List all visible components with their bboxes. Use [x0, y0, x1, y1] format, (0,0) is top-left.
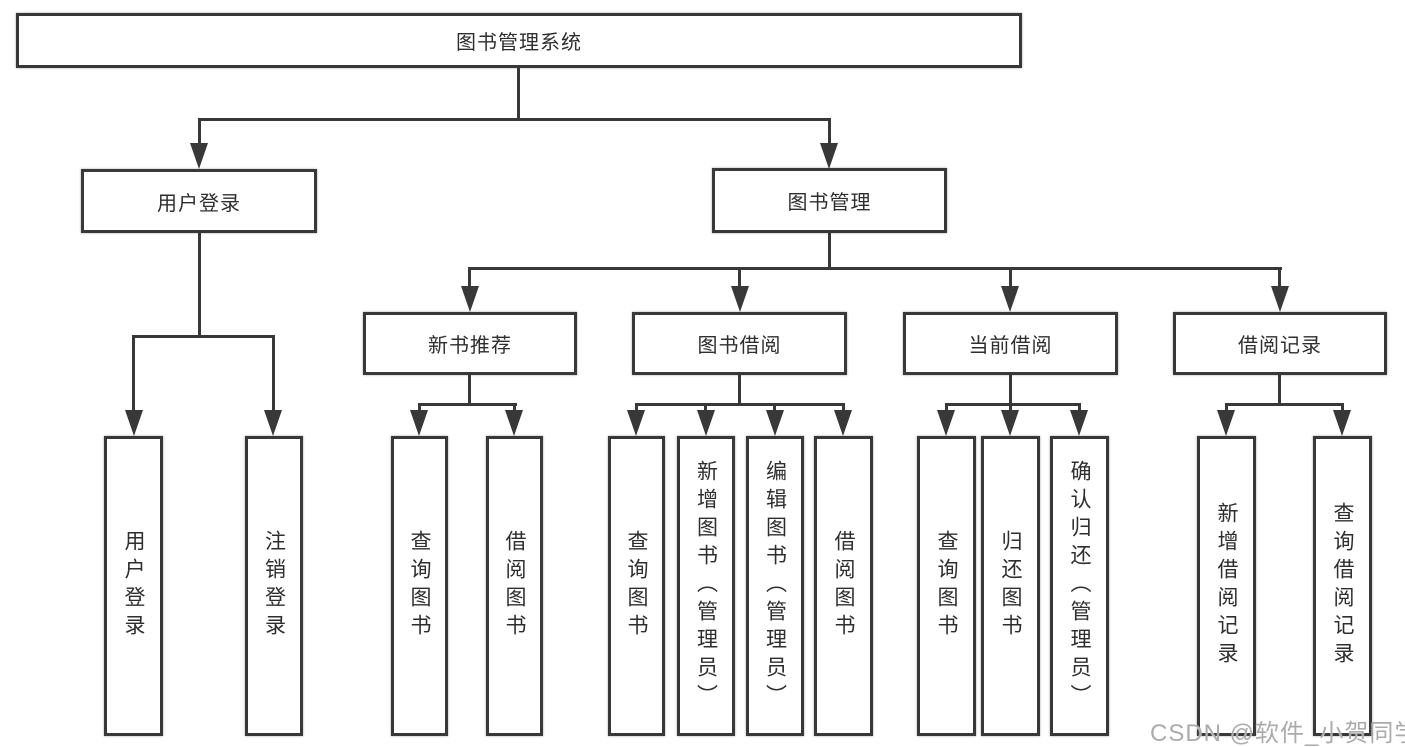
connector-to-leaf — [272, 338, 275, 412]
connector-to-new-book — [468, 270, 471, 288]
node-user-login: 用户登录 — [81, 169, 317, 233]
arrow-down-icon — [410, 410, 428, 436]
connector-to-borrow-records — [1278, 270, 1281, 288]
arrow-down-icon — [820, 143, 838, 169]
leaf-return-books: 归还图书 — [981, 436, 1040, 736]
arrow-down-icon — [1217, 410, 1235, 436]
node-new-book-recommend: 新书推荐 — [363, 312, 577, 375]
connector-to-leaf — [132, 338, 135, 412]
arrow-down-icon — [731, 286, 749, 312]
arrow-down-icon — [1001, 286, 1019, 312]
node-book-borrowing: 图书借阅 — [632, 312, 847, 375]
node-library-management-system: 图书管理系统 — [16, 13, 1022, 68]
arrow-down-icon — [461, 286, 479, 312]
leaf-borrow-books: 借阅图书 — [486, 436, 543, 736]
node-borrowing-records: 借阅记录 — [1173, 312, 1387, 375]
arrow-down-icon — [125, 410, 143, 436]
leaf-edit-book-admin: 编辑图书（管理员） — [746, 436, 804, 736]
connector-user-login-horizontal — [132, 335, 275, 338]
connector-level2-horizontal — [198, 118, 831, 121]
connector-book-management-stem — [828, 233, 831, 270]
leaf-query-books: 查询图书 — [917, 436, 976, 736]
leaf-query-books: 查询图书 — [608, 436, 665, 736]
arrow-down-icon — [1271, 286, 1289, 312]
connector-to-book-borrow — [738, 270, 741, 288]
arrow-down-icon — [627, 410, 645, 436]
connector-root-stem — [517, 68, 520, 121]
arrow-down-icon — [505, 410, 523, 436]
connector-level3-horizontal — [468, 267, 1282, 270]
leaf-user-login: 用户登录 — [104, 436, 163, 736]
arrow-down-icon — [1001, 410, 1019, 436]
connector-group-stem — [1278, 375, 1281, 406]
leaf-add-book-admin: 新增图书（管理员） — [677, 436, 735, 736]
arrow-down-icon — [1070, 410, 1088, 436]
leaf-confirm-return-admin: 确认归还（管理员） — [1050, 436, 1109, 736]
node-book-management: 图书管理 — [712, 168, 947, 233]
connector-user-login-stem — [198, 233, 201, 338]
connector-to-book-management — [828, 121, 831, 146]
arrow-down-icon — [937, 410, 955, 436]
connector-group-horizontal — [1225, 403, 1344, 406]
csdn-watermark: CSDN @软件_小贺同学 — [1150, 720, 1405, 747]
connector-group-stem — [738, 375, 741, 406]
leaf-logout: 注销登录 — [245, 436, 303, 736]
connector-to-user-login — [198, 121, 201, 146]
leaf-query-borrow-record: 查询借阅记录 — [1313, 436, 1372, 736]
connector-to-current-borrow — [1009, 270, 1012, 288]
connector-group-horizontal — [635, 403, 845, 406]
connector-group-horizontal — [418, 403, 517, 406]
connector-group-stem — [468, 375, 471, 406]
connector-group-stem — [1009, 375, 1012, 406]
arrow-down-icon — [834, 410, 852, 436]
arrow-down-icon — [697, 410, 715, 436]
leaf-add-borrow-record: 新增借阅记录 — [1197, 436, 1256, 736]
arrow-down-icon — [766, 410, 784, 436]
connector-group-horizontal — [945, 403, 1081, 406]
leaf-query-books: 查询图书 — [391, 436, 448, 736]
arrow-down-icon — [190, 143, 208, 169]
arrow-down-icon — [264, 410, 282, 436]
arrow-down-icon — [1333, 410, 1351, 436]
leaf-borrow-books: 借阅图书 — [814, 436, 873, 736]
node-current-borrowing: 当前借阅 — [903, 312, 1118, 375]
